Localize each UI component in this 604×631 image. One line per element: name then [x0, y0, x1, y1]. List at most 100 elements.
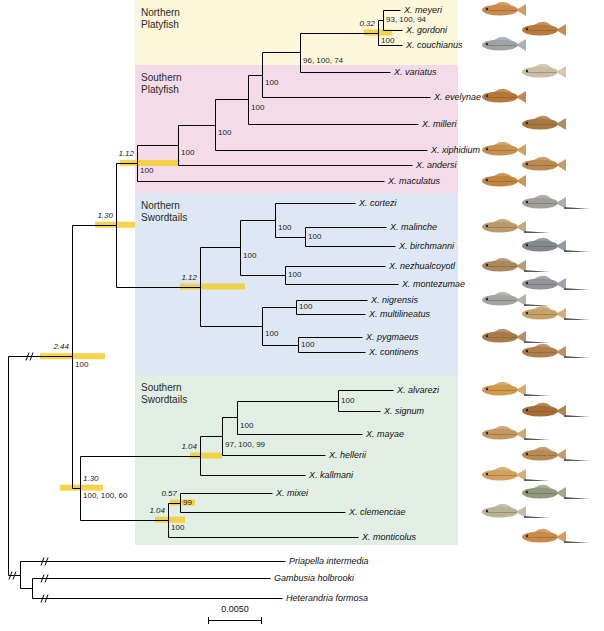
scale-value: 0.0050 [221, 604, 249, 614]
branch [137, 146, 138, 182]
taxon-name: X. meyeri [404, 4, 442, 16]
support-value: 100 [240, 422, 253, 430]
taxon-name: X. birchmanni [399, 240, 454, 252]
support-value: 100 [251, 104, 264, 112]
fish-photo [482, 467, 550, 481]
age-interval-bar [120, 160, 180, 166]
fish-eye [526, 409, 528, 411]
age-interval-bar [190, 453, 222, 459]
age-bars [40, 30, 392, 523]
node-age: 1.12 [181, 274, 197, 282]
age-interval-bar [180, 284, 245, 290]
branch [201, 436, 223, 437]
fish-eye [526, 201, 528, 203]
fish-photo [522, 157, 566, 171]
branch [305, 228, 306, 247]
fish-stripe [526, 314, 556, 315]
fish-sword [524, 341, 550, 343]
fish-photo [482, 426, 550, 440]
fish-stripe [526, 246, 556, 247]
branch [201, 247, 241, 248]
age-interval-bar [155, 517, 185, 523]
tree-branches [9, 11, 431, 599]
fish-photo [482, 2, 526, 16]
fish-tail [516, 39, 526, 51]
branch [32, 579, 33, 599]
fish-photo [522, 116, 566, 130]
fish-sword [524, 231, 550, 233]
branch [241, 220, 276, 221]
fish-stripe [486, 45, 516, 46]
fish-eye [486, 264, 488, 266]
fish-body [482, 40, 518, 51]
fish-stripe [526, 493, 556, 494]
fish-sword [564, 459, 590, 461]
branch [81, 456, 201, 457]
fish-eye [486, 510, 488, 512]
scale-line [208, 620, 262, 621]
taxon-name: X. couchianus [406, 39, 463, 51]
taxon-name: X. xiphidium [431, 144, 480, 156]
fish-sword [564, 356, 590, 358]
fish-photo [482, 258, 550, 272]
fish-stripe [526, 455, 556, 456]
clade-heading: Southern Platyfish [141, 72, 203, 96]
fish-stripe [486, 266, 516, 267]
taxon-name: X. gordoni [406, 24, 447, 36]
fish-body [522, 450, 558, 461]
support-value: 100 [243, 252, 256, 260]
fish-eye [486, 148, 488, 150]
fish-photo [482, 219, 550, 233]
branch [384, 10, 401, 11]
fish-sword [564, 318, 590, 320]
branch [181, 512, 346, 513]
fish-photo [522, 403, 590, 417]
fish-tail [556, 118, 566, 130]
fish-tail [556, 66, 566, 78]
break-marks [9, 353, 48, 603]
support-value: 100 [140, 167, 153, 175]
fish-sword [524, 516, 550, 518]
taxon-name: X. nigrensis [371, 294, 418, 306]
taxon-name: X. andersi [416, 159, 457, 171]
branch [262, 53, 263, 98]
branch [116, 164, 117, 288]
fish-eye [526, 163, 528, 165]
branch [262, 308, 263, 346]
fish-sword [564, 415, 590, 417]
taxon-name: X. monticolus [362, 531, 416, 543]
fish-tail [516, 4, 526, 16]
branch [276, 237, 306, 238]
fish-body [522, 67, 558, 78]
fish-photo [482, 142, 526, 156]
taxon-name: X. montezumae [402, 278, 465, 290]
fish-body [482, 295, 518, 306]
fish-stripe [526, 165, 556, 166]
branch [296, 301, 297, 315]
fish-body [522, 309, 558, 320]
branch [169, 503, 181, 504]
fish-body [482, 470, 518, 481]
fish-eye [526, 122, 528, 124]
fish-photo [522, 306, 590, 320]
break-mark [41, 595, 44, 603]
node-age: 1.30 [97, 212, 113, 220]
branch [297, 300, 368, 301]
fish-body [522, 25, 558, 36]
fish-photo [522, 276, 590, 290]
branch [339, 390, 394, 391]
fish-stripe [486, 390, 516, 391]
fish-body [482, 176, 518, 187]
branch [179, 125, 216, 126]
fish-body [482, 429, 518, 440]
support-value: 100 [288, 271, 301, 279]
fish-stripe [486, 181, 516, 182]
support-value: 100 [171, 524, 184, 532]
fish-eye [486, 298, 488, 300]
fish-photo [522, 64, 566, 78]
fish-eye [526, 312, 528, 314]
branch [8, 357, 9, 576]
branch [223, 455, 326, 456]
fish-body [482, 261, 518, 272]
support-value: 100 [381, 37, 394, 45]
